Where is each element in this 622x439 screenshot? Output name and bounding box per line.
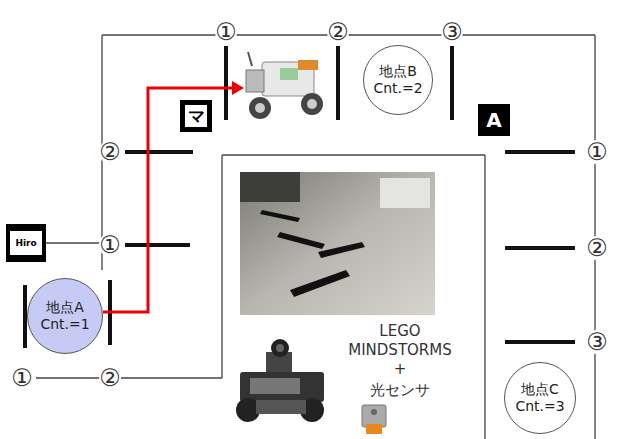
location-circle: 地点CCnt.=3: [504, 362, 576, 434]
callout-number: ②: [327, 20, 349, 44]
location-circle: 地点BCnt.=2: [363, 45, 433, 115]
caption-text: 光センサ: [370, 381, 430, 400]
marker-text: Hiro: [15, 239, 36, 248]
callout-number: ①: [11, 366, 33, 390]
callout-number: ②: [99, 366, 121, 390]
callout-number: ①: [215, 20, 237, 44]
callout-number: ②: [99, 140, 121, 164]
location-text: Cnt.=1: [40, 316, 89, 333]
marker-text: A: [486, 110, 501, 130]
caption-text: MINDSTORMS: [348, 341, 452, 360]
callout-number: ①: [586, 140, 608, 164]
callout-number: ②: [586, 236, 608, 260]
caption-text: LEGO: [379, 322, 420, 341]
location-text: Cnt.=3: [515, 398, 564, 415]
location-text: Cnt.=2: [373, 80, 422, 97]
location-text: 地点A: [46, 299, 84, 316]
caption-text: +: [394, 360, 407, 379]
callout-number: ③: [441, 20, 463, 44]
location-circle: 地点ACnt.=1: [27, 278, 103, 354]
marker-text: マ: [188, 108, 205, 125]
location-text: 地点B: [379, 63, 417, 80]
callout-number: ①: [99, 233, 121, 257]
callout-number: ③: [586, 330, 608, 354]
location-text: 地点C: [521, 381, 559, 398]
